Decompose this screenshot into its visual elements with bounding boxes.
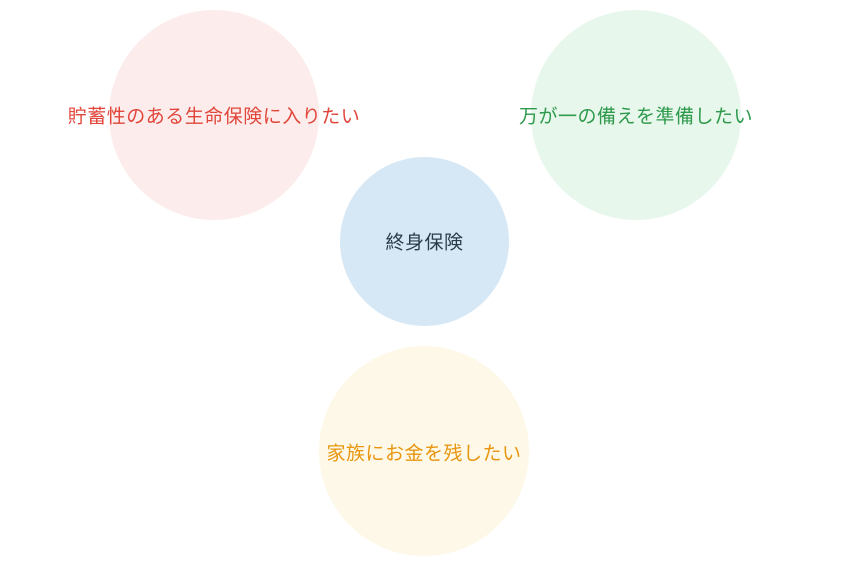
emergency-need-circle: [531, 10, 741, 220]
family-need-circle: [319, 346, 529, 556]
center-circle: [340, 157, 509, 326]
savings-need-circle: [109, 10, 319, 220]
emergency-need-label: 万が一の備えを準備したい: [518, 105, 754, 128]
center-label: 終身保険: [385, 231, 464, 254]
savings-need-label: 貯蓄性のある生命保険に入りたい: [67, 105, 361, 128]
family-need-label: 家族にお金を残したい: [326, 442, 522, 465]
